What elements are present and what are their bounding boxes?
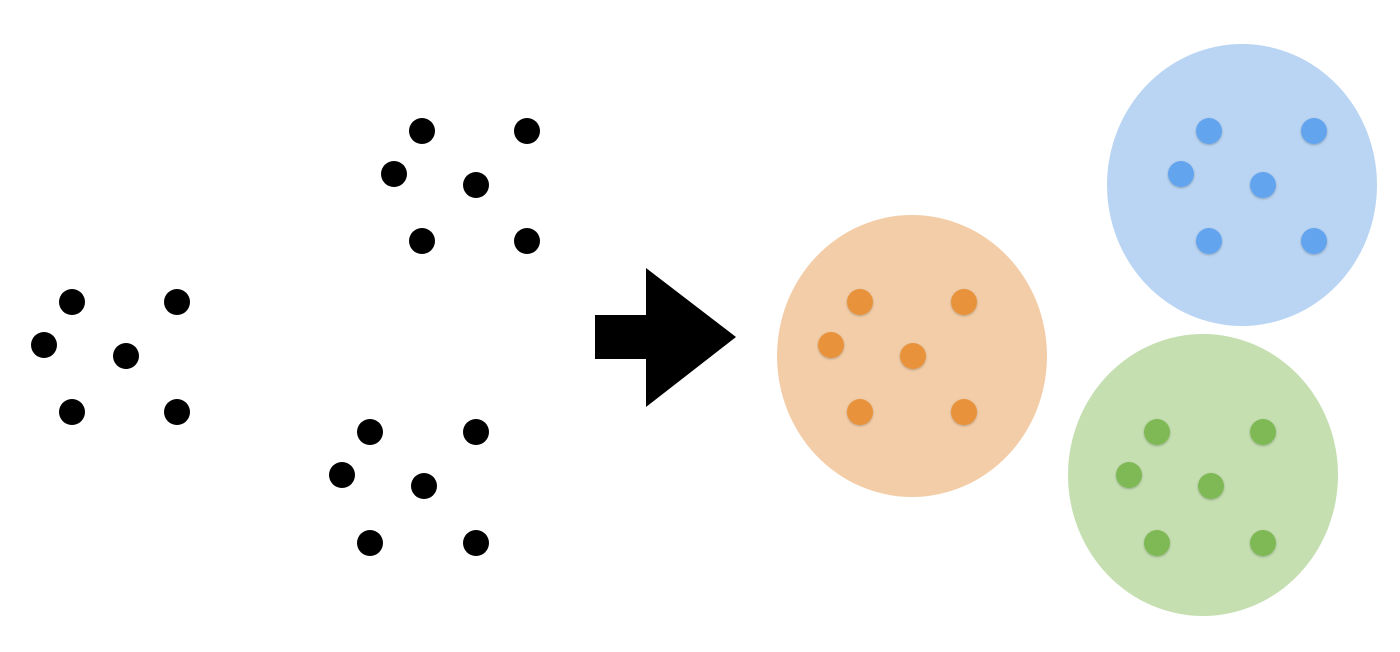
cluster-green xyxy=(1068,334,1338,616)
cluster-green-point xyxy=(1144,419,1170,445)
unclustered-point xyxy=(357,530,383,556)
unclustered-points-bottom xyxy=(329,419,489,556)
unclustered-point xyxy=(31,332,57,358)
unclustered-point xyxy=(113,343,139,369)
cluster-orange xyxy=(777,215,1047,497)
cluster-orange-point xyxy=(847,289,873,315)
cluster-green-point xyxy=(1116,462,1142,488)
unclustered-point xyxy=(463,172,489,198)
unclustered-point xyxy=(409,228,435,254)
cluster-blue xyxy=(1107,44,1377,326)
unclustered-point xyxy=(409,118,435,144)
unclustered-point xyxy=(164,399,190,425)
cluster-blue-point xyxy=(1250,172,1276,198)
cluster-blue-point xyxy=(1196,118,1222,144)
right-arrow-icon xyxy=(595,268,736,407)
cluster-blue-point xyxy=(1196,228,1222,254)
unclustered-point xyxy=(164,289,190,315)
cluster-green-point xyxy=(1144,530,1170,556)
unclustered-point xyxy=(381,161,407,187)
unclustered-point xyxy=(463,419,489,445)
cluster-green-point xyxy=(1250,419,1276,445)
unclustered-points-left xyxy=(31,289,190,425)
cluster-orange-point xyxy=(818,332,844,358)
cluster-blue-point xyxy=(1301,118,1327,144)
cluster-orange-point xyxy=(847,399,873,425)
cluster-blue-point xyxy=(1301,228,1327,254)
cluster-orange-point xyxy=(951,289,977,315)
cluster-blue-point xyxy=(1168,161,1194,187)
unclustered-point xyxy=(514,228,540,254)
unclustered-group xyxy=(31,118,540,556)
unclustered-point xyxy=(463,530,489,556)
unclustered-point xyxy=(329,462,355,488)
cluster-orange-point xyxy=(951,399,977,425)
cluster-green-point xyxy=(1250,530,1276,556)
unclustered-point xyxy=(411,473,437,499)
cluster-green-point xyxy=(1198,473,1224,499)
unclustered-point xyxy=(59,289,85,315)
cluster-green-region xyxy=(1068,334,1338,616)
cluster-blue-region xyxy=(1107,44,1377,326)
unclustered-point xyxy=(59,399,85,425)
unclustered-point xyxy=(514,118,540,144)
unclustered-point xyxy=(357,419,383,445)
cluster-orange-point xyxy=(900,343,926,369)
unclustered-points-top xyxy=(381,118,540,254)
